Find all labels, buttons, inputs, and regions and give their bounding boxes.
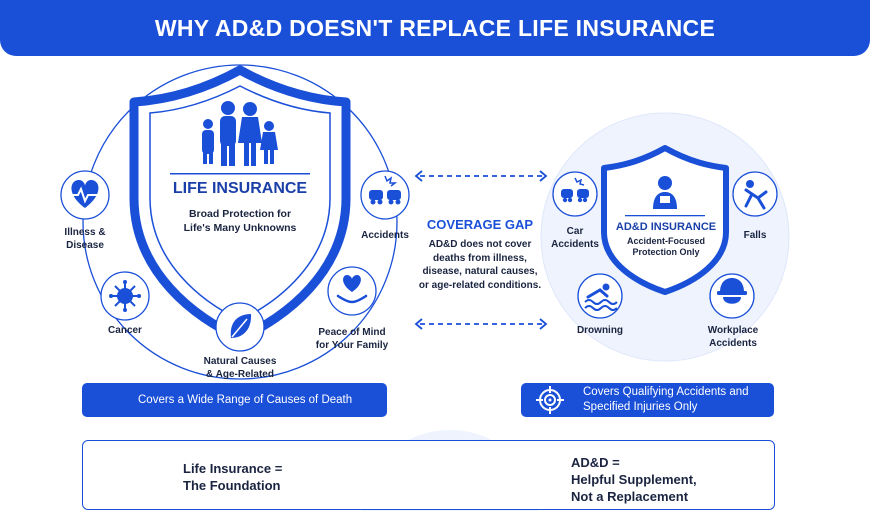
- label-workplace: Workplace Accidents: [698, 325, 768, 350]
- bottom-left-line2: The Foundation: [183, 477, 281, 493]
- coverage-gap-title: COVERAGE GAP: [426, 217, 534, 232]
- bar-life-text: Covers a Wide Range of Causes of Death: [138, 393, 353, 406]
- label-peace-of-mind: Peace of Mind for Your Family: [305, 327, 399, 352]
- label-cancer: Cancer: [90, 325, 160, 338]
- label-falls-line1: Falls: [743, 230, 767, 241]
- hard-hat-icon: [709, 273, 755, 319]
- bottom-right-line2: Helpful Supplement,: [571, 471, 697, 487]
- bottom-right-line3: Not a Replacement: [571, 488, 689, 504]
- car-crash-icon: [360, 170, 410, 220]
- label-workplace-line2: Accidents: [709, 337, 757, 349]
- label-illness-line1: Illness &: [64, 227, 106, 238]
- car-crash-icon: [552, 171, 598, 217]
- label-car-line2: Accidents: [551, 238, 599, 250]
- add-subtitle-line1: Accident-Focused: [626, 236, 705, 246]
- label-falls: Falls: [732, 230, 778, 243]
- label-natural-line1: Natural Causes: [203, 356, 277, 367]
- label-cancer-line1: Cancer: [108, 325, 142, 336]
- life-subtitle-line1: Broad Protection for: [188, 208, 292, 220]
- bottom-left-text: Life Insurance = The Foundation: [183, 461, 282, 495]
- swimmer-icon: [577, 273, 623, 319]
- heart-hand-icon: [327, 266, 377, 316]
- bottom-right-line1: AD&D =: [571, 455, 620, 470]
- life-shield: [129, 65, 351, 343]
- coverage-gap-text: AD&D does not cover deaths from illness,…: [405, 238, 555, 292]
- label-peace-line2: for Your Family: [315, 339, 389, 351]
- gap-line2: deaths from illness,: [433, 252, 527, 264]
- gap-arrow-bottom: [414, 318, 548, 330]
- life-shield-subtitle: Broad Protection for Life's Many Unknown…: [152, 208, 328, 235]
- label-natural-line2: & Age-Related: [206, 368, 274, 380]
- bar-add-coverage: Covers Qualifying Accidents and Specifie…: [521, 383, 774, 417]
- gap-line1: AD&D does not cover: [428, 239, 532, 250]
- add-shield-subtitle: Accident-Focused Protection Only: [612, 236, 720, 259]
- label-illness-line2: Disease: [66, 239, 104, 251]
- label-accidents-line1: Accidents: [361, 230, 409, 241]
- label-car-line1: Car: [566, 226, 584, 237]
- gap-arrow-top: [414, 170, 548, 182]
- life-shield-title: LIFE INSURANCE: [172, 180, 308, 197]
- gap-line3: disease, natural causes,: [422, 266, 538, 277]
- bar-life-coverage: Covers a Wide Range of Causes of Death: [82, 383, 387, 417]
- leaf-icon: [215, 302, 265, 352]
- bar-add-line1: Covers Qualifying Accidents and: [583, 386, 749, 399]
- bottom-summary-box: Life Insurance = The Foundation AD&D = H…: [82, 440, 775, 510]
- bottom-right-text: AD&D = Helpful Supplement, Not a Replace…: [571, 455, 697, 506]
- label-drowning: Drowning: [570, 325, 630, 338]
- label-car-accidents: Car Accidents: [545, 226, 605, 251]
- life-circle: [82, 64, 398, 380]
- injured-person-icon: [653, 176, 677, 209]
- life-subtitle-line2: Life's Many Unknowns: [183, 221, 297, 234]
- bar-add-text: Covers Qualifying Accidents and Specifie…: [583, 385, 749, 415]
- label-natural-causes: Natural Causes & Age-Related: [195, 356, 285, 381]
- bottom-left-line1: Life Insurance =: [183, 461, 283, 476]
- label-workplace-line1: Workplace: [707, 325, 759, 336]
- heartbeat-icon: [60, 170, 110, 220]
- falling-person-icon: [732, 171, 778, 217]
- add-shield: [601, 145, 729, 295]
- add-shield-title: AD&D INSURANCE: [615, 221, 717, 233]
- virus-icon: [100, 271, 150, 321]
- header-banner: WHY AD&D DOESN'T REPLACE LIFE INSURANCE: [0, 0, 870, 56]
- label-drowning-line1: Drowning: [576, 325, 624, 336]
- label-accidents: Accidents: [350, 230, 420, 243]
- target-icon: [536, 386, 564, 414]
- label-peace-line1: Peace of Mind: [318, 327, 386, 338]
- gap-line4: or age-related conditions.: [418, 279, 542, 291]
- add-subtitle-line2: Protection Only: [632, 247, 700, 258]
- page-title: WHY AD&D DOESN'T REPLACE LIFE INSURANCE: [154, 14, 716, 41]
- label-illness: Illness & Disease: [48, 227, 122, 252]
- bar-add-line2: Specified Injuries Only: [583, 401, 698, 413]
